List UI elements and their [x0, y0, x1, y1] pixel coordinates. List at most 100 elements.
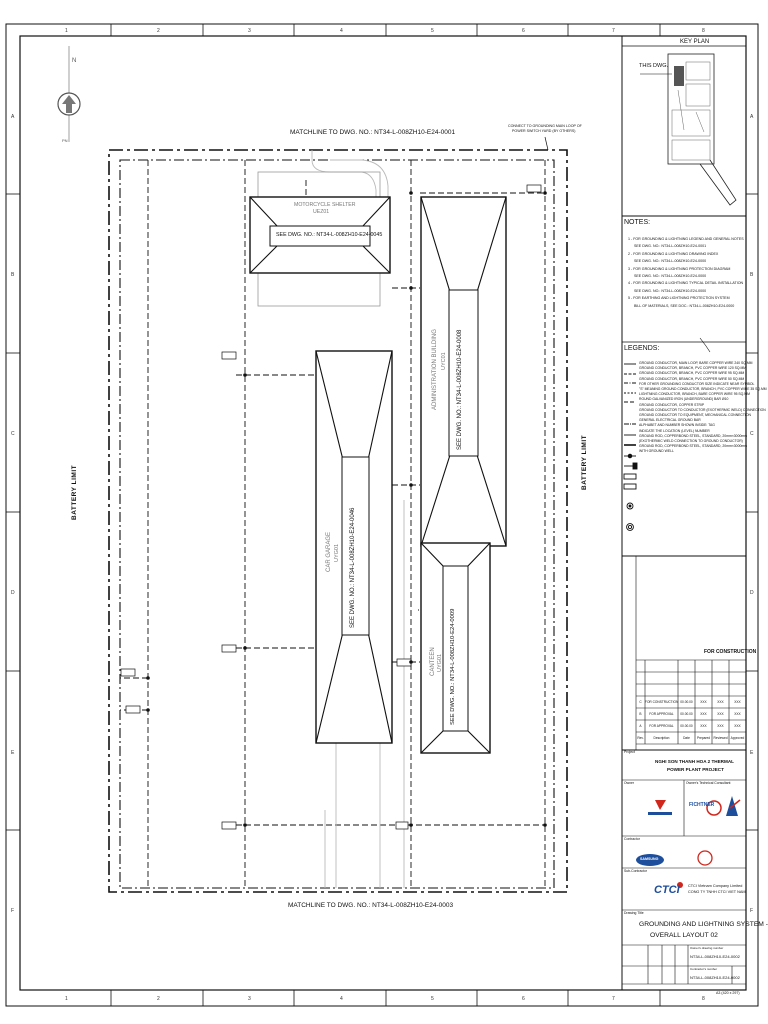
consultant-label: Owner's Technical Consultant [686, 781, 731, 785]
contractor-no: NT34-L-008ZH10-E24-0002 [690, 975, 740, 980]
canteen-code: UYG01 [437, 653, 443, 672]
ctci-logo-mark [677, 882, 683, 888]
consultant-logo [706, 796, 741, 816]
revision-cell: C [639, 700, 642, 704]
svg-text:8: 8 [702, 28, 705, 34]
car-garage-name: CAR GARAGE [326, 531, 332, 572]
drawing-title-line2: OVERALL LAYOUT 02 [650, 932, 718, 939]
revision-cell: Description [653, 736, 670, 740]
revision-cell: 00.00.00 [680, 724, 693, 728]
note-line: 1 - FOR GROUNDING & LIGHTNING LEGEND AND… [628, 237, 744, 241]
admin-building-ref: SEE DWG. NO.: NT34-L-008ZH10-E24-0008 [457, 329, 463, 450]
revision-cell: XXX [700, 724, 707, 728]
legend-item: (EXOTHERMIC WELD CONNECTION TO GROUND CO… [639, 439, 743, 444]
note-line: 2 - FOR GROUNDING & LIGHTNING DRAWING IN… [628, 251, 719, 256]
key-plan [622, 45, 746, 217]
legend-item: GROUND CONDUCTOR TO EQUIPMENT, MECHANICA… [639, 413, 751, 418]
revision-cell: XXX [717, 712, 724, 716]
admin-building-name: ADMINISTRATION BUILDING [432, 329, 438, 410]
svg-text:7: 7 [612, 28, 615, 34]
svg-text:3: 3 [248, 28, 251, 34]
this-dwg-label: THIS DWG. [639, 63, 669, 69]
legend-item: GROUND CONDUCTOR, COPPER STRIP [639, 402, 705, 407]
svg-text:2: 2 [157, 28, 160, 34]
legend-list: GROUND CONDUCTOR, MAIN LOOP, BARE COPPER… [639, 361, 767, 455]
revision-cell: Approved [730, 736, 745, 740]
ctci-logo: CTCI [654, 884, 680, 896]
ctci-line1: CTCI Vietnam Company Limited [688, 884, 743, 888]
svg-text:8: 8 [702, 996, 705, 1002]
revision-cell: FOR APPROVAL [649, 724, 674, 728]
legend-item: ROUND GALVANIZED IRON (UNDERGROUND) BAR … [639, 397, 729, 402]
owner-dwg-no-label: Owner's drawing number [690, 946, 724, 950]
note-line: SEE DWG. NO.: NT34-L-008ZH10-E24-0000 [634, 259, 707, 264]
revision-cell: A [639, 724, 642, 728]
revision-cell: Rev. [637, 736, 644, 740]
svg-text:4: 4 [340, 996, 343, 1002]
svg-text:F: F [11, 908, 14, 914]
svg-text:PN: PN [62, 138, 68, 143]
revision-cell: Date [683, 736, 690, 740]
svg-text:D: D [750, 590, 754, 596]
revision-cell: XXX [734, 712, 741, 716]
administration-building [420, 196, 507, 547]
legend-item: GROUND CONDUCTOR, BRANCH, PVC COPPER WIR… [639, 376, 745, 381]
legend-item: GROUND CONDUCTOR TO CONDUCTOR (EXOTHERMI… [639, 407, 766, 412]
svg-text:4: 4 [340, 28, 343, 34]
car-garage-code: UYG01 [334, 543, 340, 562]
car-garage-ref: SEE DWG. NO.: NT34-L-008ZH10-E24-0046 [350, 507, 356, 628]
matchline-bottom-label: MATCHLINE TO DWG. NO.: NT34-L-008ZH10-E2… [288, 902, 454, 909]
legend-item: GROUND CONDUCTOR, MAIN LOOP, BARE COPPER… [639, 361, 753, 365]
legend-item: GENERAL ELECTRICAL GROUND BAR [639, 418, 701, 423]
revision-cell: XXX [700, 700, 707, 704]
contractor-logo [636, 850, 713, 866]
svg-text:2: 2 [157, 996, 160, 1002]
contractor-label: Contractor [624, 837, 640, 841]
svg-text:5: 5 [431, 28, 434, 34]
battery-limit-left-label: BATTERY LIMIT [71, 464, 78, 520]
battery-limit-line [108, 149, 568, 893]
note-line: 4 - FOR GROUNDING & LIGHTNING TYPICAL DE… [628, 281, 744, 286]
callout-connect-line2: POWER SWITCH YARD (BY OTHERS) [512, 129, 576, 133]
revision-cell: Reviewed [713, 736, 728, 740]
contractor-logo-text: SAMSUNG [640, 857, 659, 861]
svg-text:D: D [11, 590, 15, 596]
legend-item: GROUND ROD, COPPERBOND STEEL, STANDARD, … [639, 444, 747, 449]
legend-item: GROUND CONDUCTOR, BRANCH, PVC COPPER WIR… [639, 371, 745, 376]
svg-text:E: E [750, 750, 754, 756]
svg-text:B: B [750, 272, 754, 278]
note-line: BILL OF MATERIALS, SEE DOC.: NT34-L-008Z… [634, 303, 735, 308]
revision-cell: B [639, 712, 642, 716]
revision-row: A FOR APPROVAL 00.00.00 XXX XXX XXX [636, 720, 746, 732]
revision-cell: XXX [734, 724, 741, 728]
note-line: SEE DWG. NO.: NT34-L-008ZH10-E24-0000 [634, 274, 707, 279]
revision-status: FOR CONSTRUCTION [704, 649, 757, 655]
revision-cell: XXX [717, 724, 724, 728]
revision-cell: FOR APPROVAL [649, 712, 674, 716]
contractor-no-label: Contractor's number [690, 967, 718, 971]
svg-text:F: F [750, 908, 753, 914]
revision-cell: FOR CONSTRUCTION [645, 700, 679, 704]
revision-cell: XXX [734, 700, 741, 704]
svg-text:A: A [750, 114, 754, 120]
callout-connect-line1: CONNECT TO GROUNDING MAIN LOOP OF [508, 124, 582, 128]
svg-text:1: 1 [65, 996, 68, 1002]
notes-title: NOTES: [624, 219, 651, 226]
motorcycle-shelter [249, 171, 391, 307]
project-name-line1: NGHI SON THANH HOA 2 THERMAL [655, 759, 734, 764]
svg-text:7: 7 [612, 996, 615, 1002]
canteen-name: CANTEEN [430, 647, 436, 676]
svg-text:6: 6 [522, 996, 525, 1002]
canteen-ref: SEE DWG. NO.: NT34-L-008ZH10-E24-0009 [450, 608, 456, 725]
note-line: 3 - FOR GROUNDING & LIGHTNING PROTECTION… [628, 266, 731, 271]
revision-cell: Prepared [696, 736, 711, 740]
key-plan-title: KEY PLAN [680, 39, 710, 45]
legends-title: LEGENDS: [624, 345, 660, 352]
admin-building-code: UYC01 [441, 352, 447, 370]
legend-item: WITH GROUND WELL [639, 449, 674, 454]
note-line: SEE DWG. NO.: NT34-L-008ZH10-E24-0001 [634, 244, 707, 249]
notes-list: 1 - FOR GROUNDING & LIGHTNING LEGEND AND… [628, 236, 744, 310]
drawing-title-line1: GROUNDING AND LIGHTNING SYSTEM - [639, 921, 768, 928]
